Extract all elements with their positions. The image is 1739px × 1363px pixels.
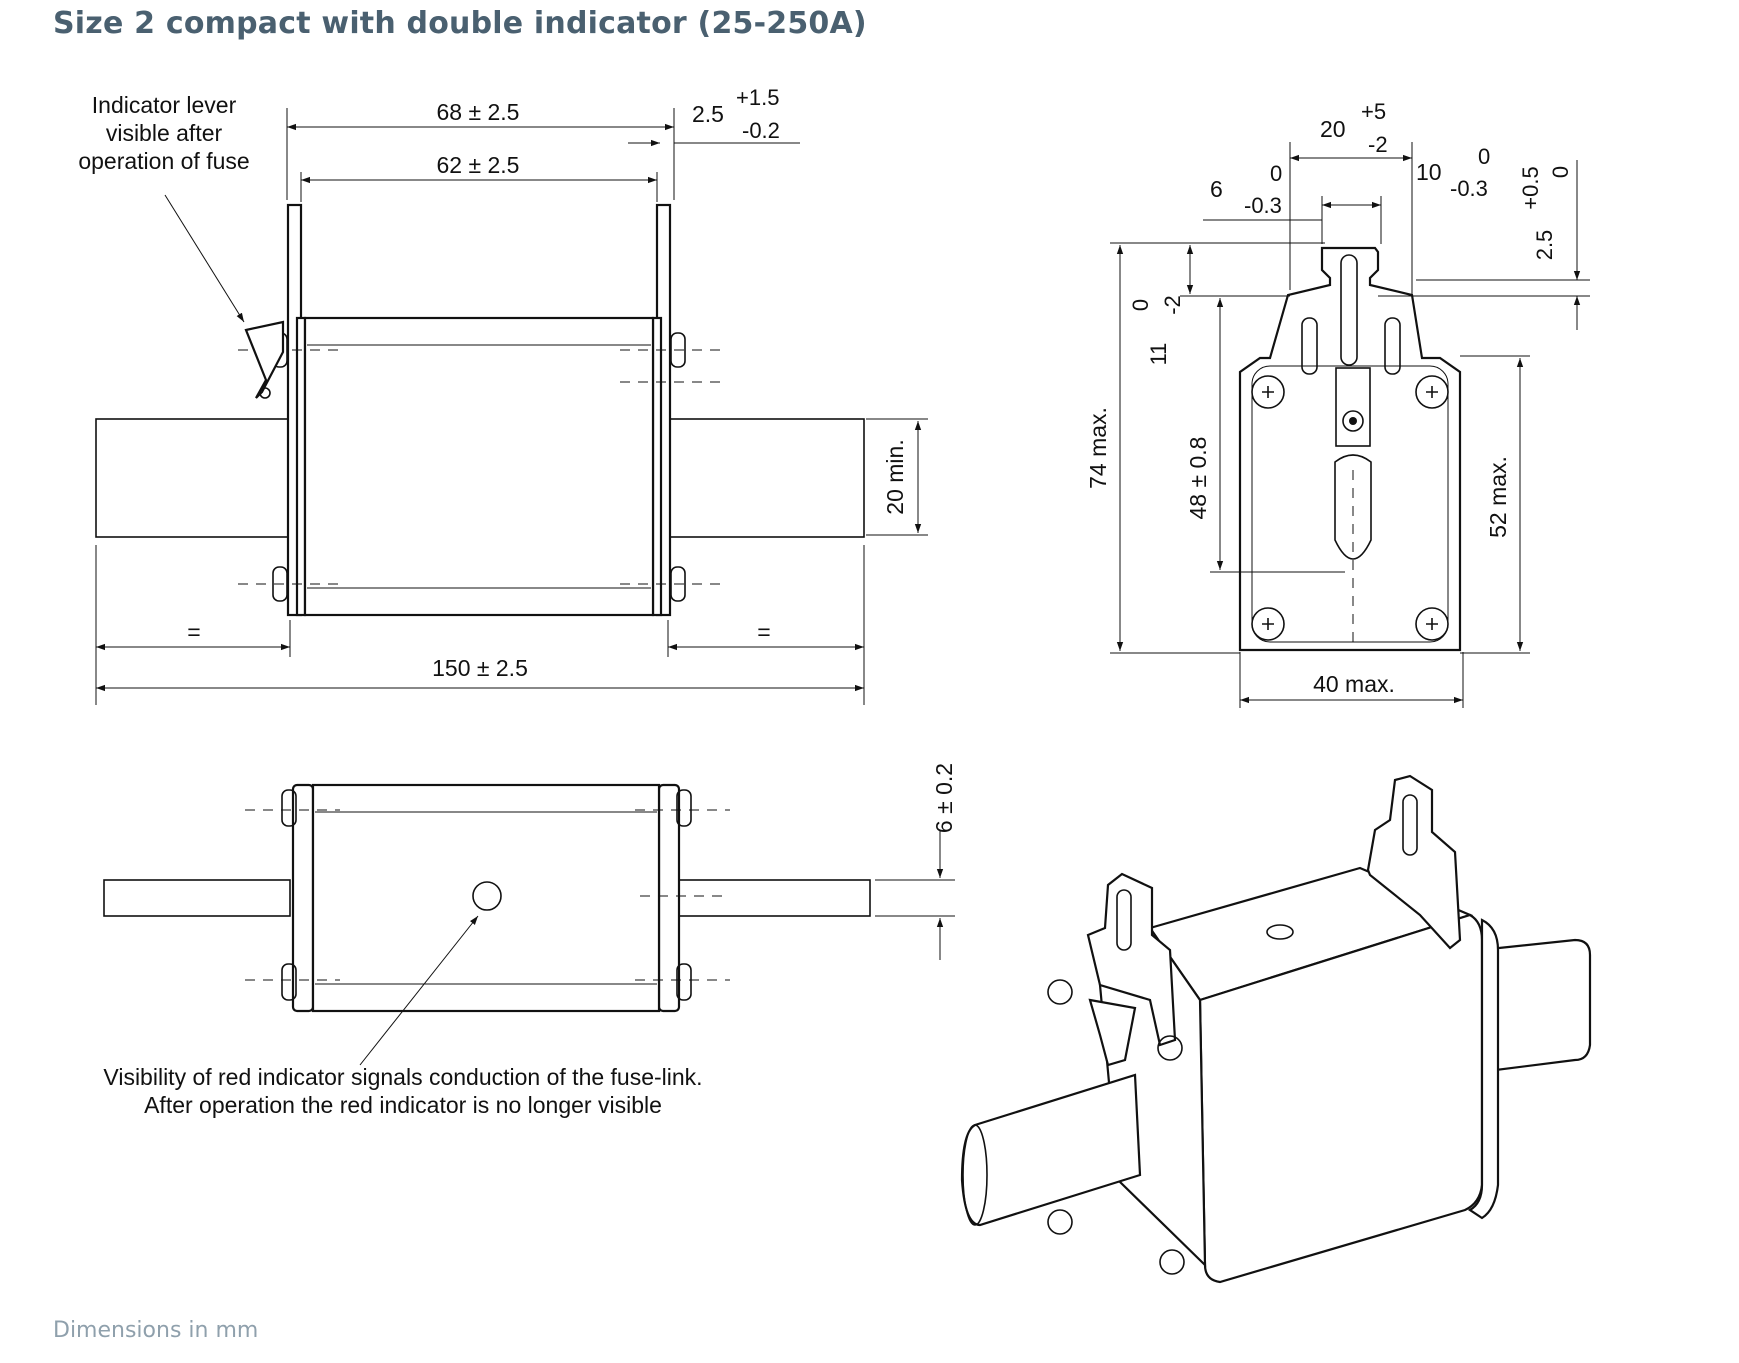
top-fuse-body xyxy=(311,783,661,1013)
equal-right: = xyxy=(757,619,770,645)
side-view: 20 +5 -2 6 0 -0.3 10 0 -0.3 +0.5 0 2.5 7… xyxy=(1085,99,1590,708)
tol-plus-0-5: +0.5 xyxy=(1518,166,1543,209)
iso-indicator-lever-icon xyxy=(1088,998,1137,1067)
fuse-body xyxy=(303,316,655,617)
tol-0-a: 0 xyxy=(1270,161,1282,186)
dim-2-5-side: 2.5 xyxy=(1532,230,1557,261)
dim-11-side: 11 xyxy=(1146,343,1171,366)
dim-52-max: 52 max. xyxy=(1485,456,1511,538)
screw-icon xyxy=(1251,375,1449,641)
tol-0-b: 0 xyxy=(1478,144,1490,169)
dim-20-side: 20 xyxy=(1320,116,1346,142)
indicator-window xyxy=(1335,367,1371,447)
dim-20-min: 20 min. xyxy=(882,439,908,514)
dimensions-note: Dimensions in mm xyxy=(53,1318,259,1343)
dim-48: 48 ± 0.8 xyxy=(1185,437,1211,520)
dim-74-max: 74 max. xyxy=(1085,407,1111,489)
indicator-lever-icon xyxy=(244,320,285,399)
indicator-hole-icon xyxy=(472,881,502,911)
dim-40-max: 40 max. xyxy=(1313,671,1395,697)
top-right-blade xyxy=(677,879,871,917)
tol-minus-2-b: -2 xyxy=(1160,295,1185,315)
dim-2-5-front: 2.5 xyxy=(692,101,724,127)
dim-6-top: 6 ± 0.2 xyxy=(931,763,957,833)
top-view: Visibility of red indicator signals cond… xyxy=(103,763,957,1118)
dim-68: 68 ± 2.5 xyxy=(437,99,520,125)
side-contact-tab xyxy=(1238,246,1462,652)
equal-left: = xyxy=(187,619,200,645)
screw-icon xyxy=(1047,979,1185,1275)
dim-6-side: 6 xyxy=(1210,176,1223,202)
dim-62: 62 ± 2.5 xyxy=(437,152,520,178)
indicator-lever-line2: visible after xyxy=(106,120,223,146)
tol-0-c: 0 xyxy=(1548,166,1573,178)
dim-150: 150 ± 2.5 xyxy=(432,655,528,681)
dim-10-side: 10 xyxy=(1416,159,1442,185)
tol-minus-0-3-a: -0.3 xyxy=(1244,193,1282,218)
tol-minus-0-2: -0.2 xyxy=(742,118,780,143)
screw-icon xyxy=(281,789,692,1001)
left-blade xyxy=(95,418,291,538)
tol-minus-2: -2 xyxy=(1368,132,1388,157)
indicator-lever-line1: Indicator lever xyxy=(92,92,237,118)
iso-front-tab xyxy=(1086,872,1177,1047)
isometric-view xyxy=(960,774,1592,1284)
right-blade xyxy=(667,418,865,538)
indicator-lever-line3: operation of fuse xyxy=(78,148,249,174)
indicator-note-line2: After operation the red indicator is no … xyxy=(144,1092,662,1118)
indicator-note-line1: Visibility of red indicator signals cond… xyxy=(103,1064,702,1090)
tol-plus-1-5: +1.5 xyxy=(736,85,779,110)
tol-plus-5: +5 xyxy=(1361,99,1386,124)
left-end-plate-inner xyxy=(295,316,307,617)
tol-0-d: 0 xyxy=(1128,299,1153,311)
iso-front-blade xyxy=(960,1073,1142,1227)
page-title: Size 2 compact with double indicator (25… xyxy=(53,6,867,41)
tol-minus-0-3-b: -0.3 xyxy=(1450,176,1488,201)
right-end-plate-inner xyxy=(651,316,663,617)
front-view: Indicator lever visible after operation … xyxy=(78,85,928,705)
top-left-blade xyxy=(103,879,291,917)
